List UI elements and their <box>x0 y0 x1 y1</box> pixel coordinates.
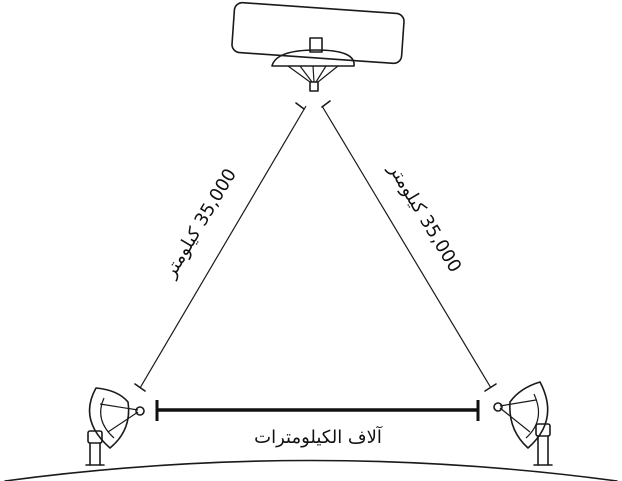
ground-distance-label: آلاف الكيلومترات <box>254 425 383 448</box>
satellite-left-tick <box>296 103 304 109</box>
right-antenna-tick <box>485 384 496 391</box>
left-dish-antenna-icon <box>86 388 144 465</box>
satellite-icon <box>231 2 404 91</box>
right-distance-label: 35,000 كيلومتر <box>384 159 466 276</box>
right-downlink-line <box>322 106 491 388</box>
left-distance-label: 35,000 كيلومتر <box>159 165 241 282</box>
left-uplink-line <box>140 106 306 388</box>
earth-surface <box>5 461 617 481</box>
left-antenna-tick <box>135 384 145 391</box>
ground-distance-bar <box>157 400 478 421</box>
satellite-right-tick <box>322 101 330 107</box>
right-dish-antenna-icon <box>494 382 552 465</box>
